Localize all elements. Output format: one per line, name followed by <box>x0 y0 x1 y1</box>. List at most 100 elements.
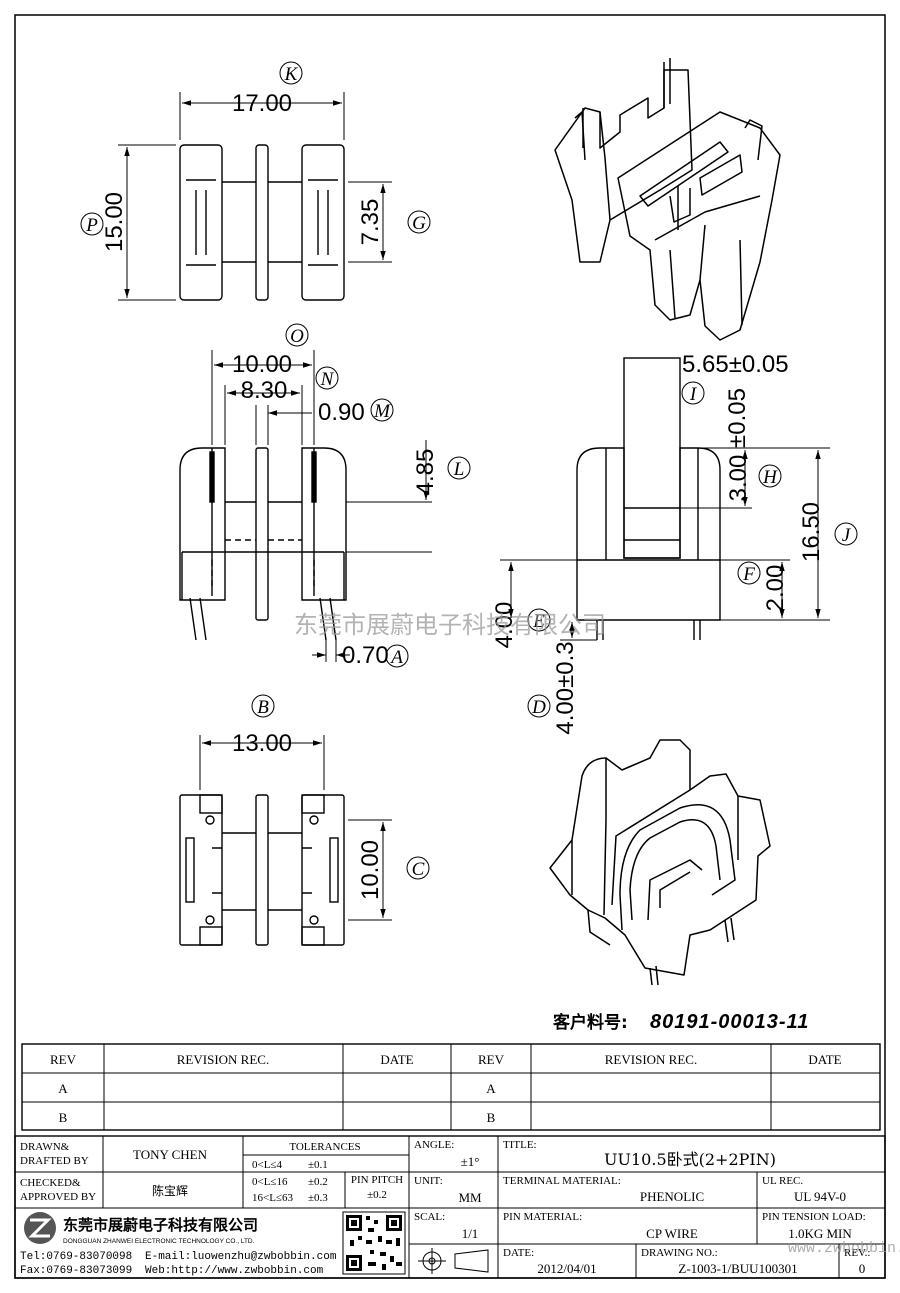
sheet-border <box>14 14 886 1279</box>
pin-pitch-label: PIN PITCH <box>351 1174 403 1186</box>
svg-text:G: G <box>412 213 426 234</box>
dim-300: 3.00 <box>725 455 752 502</box>
pin-material-label: PIN MATERIAL: <box>503 1211 582 1223</box>
rev-header-rev-1: REV <box>50 1052 77 1067</box>
dim-1000: 10.00 <box>357 840 384 900</box>
checked-value: 陈宝辉 <box>152 1183 188 1198</box>
dim-1300: 13.00 <box>232 730 292 757</box>
company-fax: Fax:0769-83073099 <box>20 1265 132 1277</box>
callout-l: L <box>447 456 471 480</box>
ul-rec-value: UL 94V-0 <box>794 1189 846 1204</box>
svg-text:J: J <box>842 525 852 546</box>
svg-text:K: K <box>284 64 299 85</box>
scale-label: SCAL: <box>414 1211 445 1223</box>
svg-text:F: F <box>742 564 755 585</box>
svg-text:H: H <box>762 467 778 488</box>
dim-070: 0.70 <box>342 642 389 669</box>
dim-10: 10.00 <box>232 351 292 378</box>
customer-part-label: 客户料号: <box>552 1012 628 1033</box>
svg-text:L: L <box>453 459 465 480</box>
company-email: E-mail:luowenzhu@zwbobbin.com <box>145 1251 337 1263</box>
rev-header-rev-2: REV <box>478 1052 505 1067</box>
customer-part-no: 80191-00013-11 <box>650 1011 809 1033</box>
iso-view-top <box>554 58 781 341</box>
callout-e: E <box>527 608 551 632</box>
title-label: TITLE: <box>503 1139 537 1151</box>
callout-k: K <box>279 61 303 85</box>
dim-inner: 7.35 <box>357 199 384 246</box>
tol-range-2: 0<L≤16 <box>252 1176 288 1188</box>
dim-1650: 16.50 <box>798 502 825 562</box>
company-web: Web:http://www.zwbobbin.com <box>145 1265 324 1277</box>
rev-value: 0 <box>859 1261 866 1276</box>
svg-text:O: O <box>290 326 304 347</box>
bottom-view <box>179 735 392 946</box>
tol-value-2: ±0.2 <box>308 1176 328 1188</box>
svg-text:D: D <box>531 697 546 718</box>
company-name-en: DONGGUAN ZHANWEI ELECTRONIC TECHNOLOGY C… <box>63 1238 255 1245</box>
pin-tension-value: 1.0KG MIN <box>788 1226 852 1241</box>
qr-code-icon <box>342 1211 406 1275</box>
dim-height: 15.00 <box>101 192 128 252</box>
dim-830: 8.30 <box>241 377 288 404</box>
unit-label: UNIT: <box>414 1175 443 1187</box>
revision-table <box>21 1043 881 1131</box>
company-logo-icon <box>24 1212 56 1244</box>
company-tel: Tel:0769-83070098 <box>20 1251 132 1263</box>
watermark-company: 东莞市展蔚电子科技有限公司 <box>294 611 606 639</box>
tolerances-label: TOLERANCES <box>289 1141 360 1153</box>
svg-text:N: N <box>320 369 335 390</box>
tol-range-3: 16<L≤63 <box>252 1192 293 1204</box>
rev-header-date-2: DATE <box>808 1052 841 1067</box>
top-view <box>118 92 392 301</box>
rev-header-date-1: DATE <box>380 1052 413 1067</box>
angle-value: ±1° <box>461 1154 480 1169</box>
checked-label: CHECKED& <box>20 1177 81 1189</box>
side-view <box>500 357 830 641</box>
callout-d: D <box>527 694 551 718</box>
drawing-no-value: Z-1003-1/BUU100301 <box>678 1261 797 1276</box>
pin-pitch-value: ±0.2 <box>367 1189 387 1201</box>
dim-565: 5.65±0.05 <box>682 351 789 378</box>
callout-j: J <box>834 522 858 546</box>
tol-range-1: 0<L≤4 <box>252 1159 282 1171</box>
callout-i: I <box>681 381 705 405</box>
callout-b: B <box>251 694 275 718</box>
callout-n: N <box>315 366 339 390</box>
terminal-material-value: PHENOLIC <box>640 1189 704 1204</box>
watermark-url: www.zwbobbin.com <box>788 1240 900 1257</box>
tol-value-3: ±0.3 <box>308 1192 328 1204</box>
title-value: UU10.5卧式(2+2PIN) <box>604 1150 776 1169</box>
scale-value: 1/1 <box>462 1226 479 1241</box>
rev-row-a-1: A <box>58 1081 68 1096</box>
dim-tol-005: ±0.05 <box>724 388 751 448</box>
projection-symbol-icon <box>418 1248 489 1274</box>
dim-485: 4.85 <box>412 449 439 496</box>
callout-m: M <box>370 398 394 422</box>
drawing-no-label: DRAWING NO.: <box>641 1247 718 1259</box>
date-label: DATE: <box>503 1247 534 1259</box>
rev-header-rec-1: REVISION REC. <box>177 1052 269 1067</box>
svg-text:B: B <box>257 697 269 718</box>
rev-row-b-2: B <box>487 1110 496 1125</box>
callout-p: P <box>80 212 104 236</box>
company-name-cn: 东莞市展蔚电子科技有限公司 <box>63 1216 258 1234</box>
svg-text:I: I <box>689 384 698 405</box>
rev-row-a-2: A <box>486 1081 496 1096</box>
drafted-label: DRAFTED BY <box>20 1155 89 1167</box>
angle-label: ANGLE: <box>414 1139 454 1151</box>
rev-row-b-1: B <box>59 1110 68 1125</box>
title-block <box>14 1135 886 1279</box>
rev-header-rec-2: REVISION REC. <box>605 1052 697 1067</box>
iso-view-bottom <box>549 739 771 986</box>
svg-text:A: A <box>389 647 403 668</box>
rev-label: REV.: <box>844 1247 870 1259</box>
approved-label: APPROVED BY <box>20 1191 96 1203</box>
pin-material-value: CP WIRE <box>646 1226 698 1241</box>
callout-a: A <box>385 644 409 668</box>
dim-200: 2.00 <box>762 565 789 612</box>
tol-value-1: ±0.1 <box>308 1159 328 1171</box>
callout-f: F <box>737 561 761 585</box>
callout-c: C <box>406 856 430 880</box>
